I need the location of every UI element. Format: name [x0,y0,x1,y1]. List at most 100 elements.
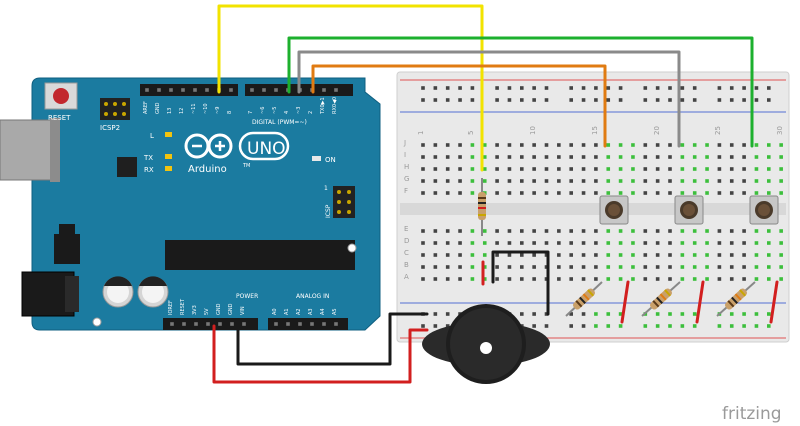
rail-hole [643,86,648,90]
breadboard-hole [495,167,499,171]
pin-label-12: 12 [179,108,185,114]
rail-hole [618,324,623,328]
row-letter-g: G [404,175,409,183]
voltage-regulator [54,234,80,264]
breadboard-hole [581,155,586,159]
breadboard-hole [507,241,512,245]
breadboard-hole [668,229,672,233]
breadboard-hole [470,179,475,183]
breadboard-hole [532,229,536,233]
pin-label-4: 4 [284,111,290,114]
breadboard-hole [779,253,783,257]
breadboard-hole [458,241,462,245]
breadboard-hole [668,167,672,171]
breadboard-hole [680,167,685,171]
rail-hole [655,324,660,328]
breadboard-hole [606,277,611,281]
breadboard-hole [458,155,462,159]
breadboard-hole [618,265,623,269]
column-number-15: 15 [591,126,599,135]
breadboard-hole [520,265,524,269]
breadboard-hole [754,229,759,233]
breadboard-hole [445,191,450,195]
breadboard-hole [421,265,425,269]
row-letter-h: H [404,163,409,171]
breadboard-hole [569,191,573,195]
rail-hole [470,86,475,90]
rail-hole [742,312,746,316]
breadboard-hole [729,143,734,147]
header-pin [229,88,233,92]
on-led [312,156,321,161]
capacitor-left [102,276,134,308]
column-number-10: 10 [529,126,537,135]
rail-hole [729,86,734,90]
breadboard-hole [680,155,685,159]
header-pin [181,88,185,92]
breadboard-hole [729,179,734,183]
arduino-logo-icon [184,133,233,159]
breadboard-hole [643,191,648,195]
breadboard-hole [692,167,697,171]
top-pin-labels: AREF GND 13 12 ~11 ~10 ~9 8 7 ~6 ~5 4 ~3… [143,97,338,115]
header-pin [274,88,278,92]
breadboard-hole [458,277,462,281]
breadboard-hole [482,179,487,183]
breadboard-hole [581,241,586,245]
pin-label-2: 2 [308,111,314,114]
header-pin [157,88,161,92]
breadboard-hole [680,179,685,183]
header-pin [286,322,290,326]
breadboard-hole [779,191,783,195]
breadboard-hole [742,253,746,257]
breadboard-hole [544,191,549,195]
header-pin [194,322,198,326]
pin-label-5v: 5V [204,308,210,315]
breadboard-hole [458,229,462,233]
breadboard-hole [433,179,438,183]
breadboard-hole [655,229,660,233]
breadboard-hole [643,241,648,245]
breadboard-hole [680,253,685,257]
rail-hole [433,324,438,328]
breadboard-hole [779,265,783,269]
breadboard-hole [581,191,586,195]
rail-hole [495,86,499,90]
breadboard-hole [445,277,450,281]
rail-hole [421,324,425,328]
icsp2-label: ICSP2 [100,124,120,132]
breadboard-hole [729,229,734,233]
row-letter-b: B [404,261,409,269]
rail-hole [754,324,759,328]
rail-hole [767,312,771,316]
breadboard-hole [618,253,623,257]
mounting-hole [347,243,357,253]
breadboard-hole [581,265,586,269]
breadboard-hole [717,179,722,183]
breadboard-hole [557,229,561,233]
breadboard-hole [606,253,611,257]
column-number-20: 20 [653,126,661,135]
breadboard-hole [581,179,586,183]
piezo-buzzer [422,304,550,384]
column-number-1: 1 [417,131,425,135]
header-pin [145,88,149,92]
breadboard-hole [507,191,512,195]
breadboard-hole [532,253,536,257]
breadboard-hole [767,191,771,195]
breadboard-hole [470,143,475,147]
breadboard-hole [692,179,697,183]
wire-black-buzzer [491,250,550,316]
breadboard-hole [470,167,475,171]
breadboard-hole [655,241,660,245]
breadboard-hole [594,143,598,147]
pin-label-13: 13 [167,108,173,114]
rail-hole [581,98,586,102]
breadboard-hole [445,155,450,159]
breadboard-hole [495,155,499,159]
breadboard-hole [544,143,549,147]
breadboard-hole [569,229,573,233]
breadboard-hole [717,191,722,195]
breadboard-hole [631,191,635,195]
breadboard-hole [668,155,672,159]
